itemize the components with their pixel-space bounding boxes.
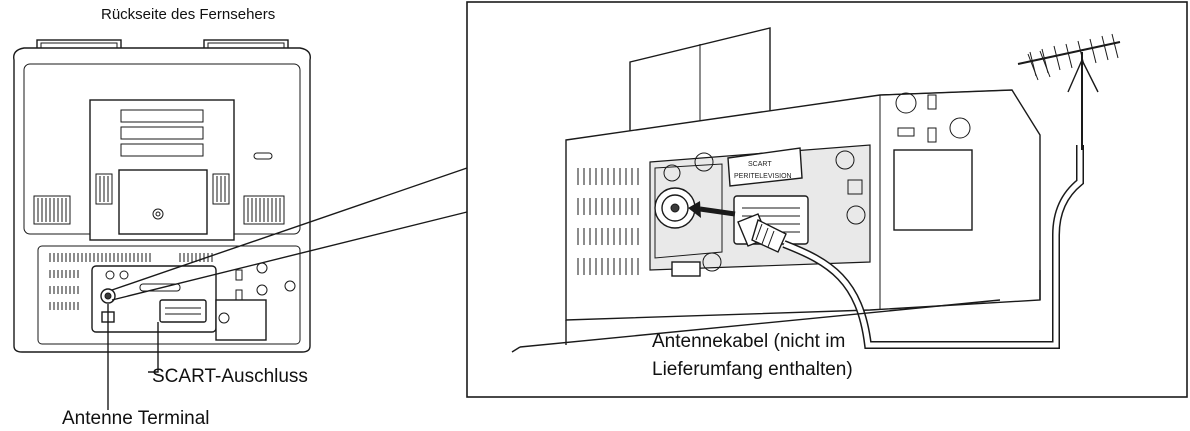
antenna-terminal-label: Antenne Terminal bbox=[62, 408, 210, 429]
scart-tag-line2: PERITELEVISION bbox=[734, 173, 792, 180]
scart-label: SCART-Auschluss bbox=[152, 366, 308, 387]
antenna-icon bbox=[1017, 33, 1121, 150]
scart-tag-line1: SCART bbox=[748, 161, 772, 168]
zoom-inset: SCART PERITELEVISION bbox=[466, 1, 1188, 398]
antenna-cable-label-line2: Lieferumfang enthalten) bbox=[652, 359, 853, 380]
antenna-cable-label-line1: Antennekabel (nicht im bbox=[652, 331, 846, 352]
tv-rear-view bbox=[13, 39, 468, 410]
tv-back-title: Rückseite des Fernsehers bbox=[101, 6, 276, 23]
